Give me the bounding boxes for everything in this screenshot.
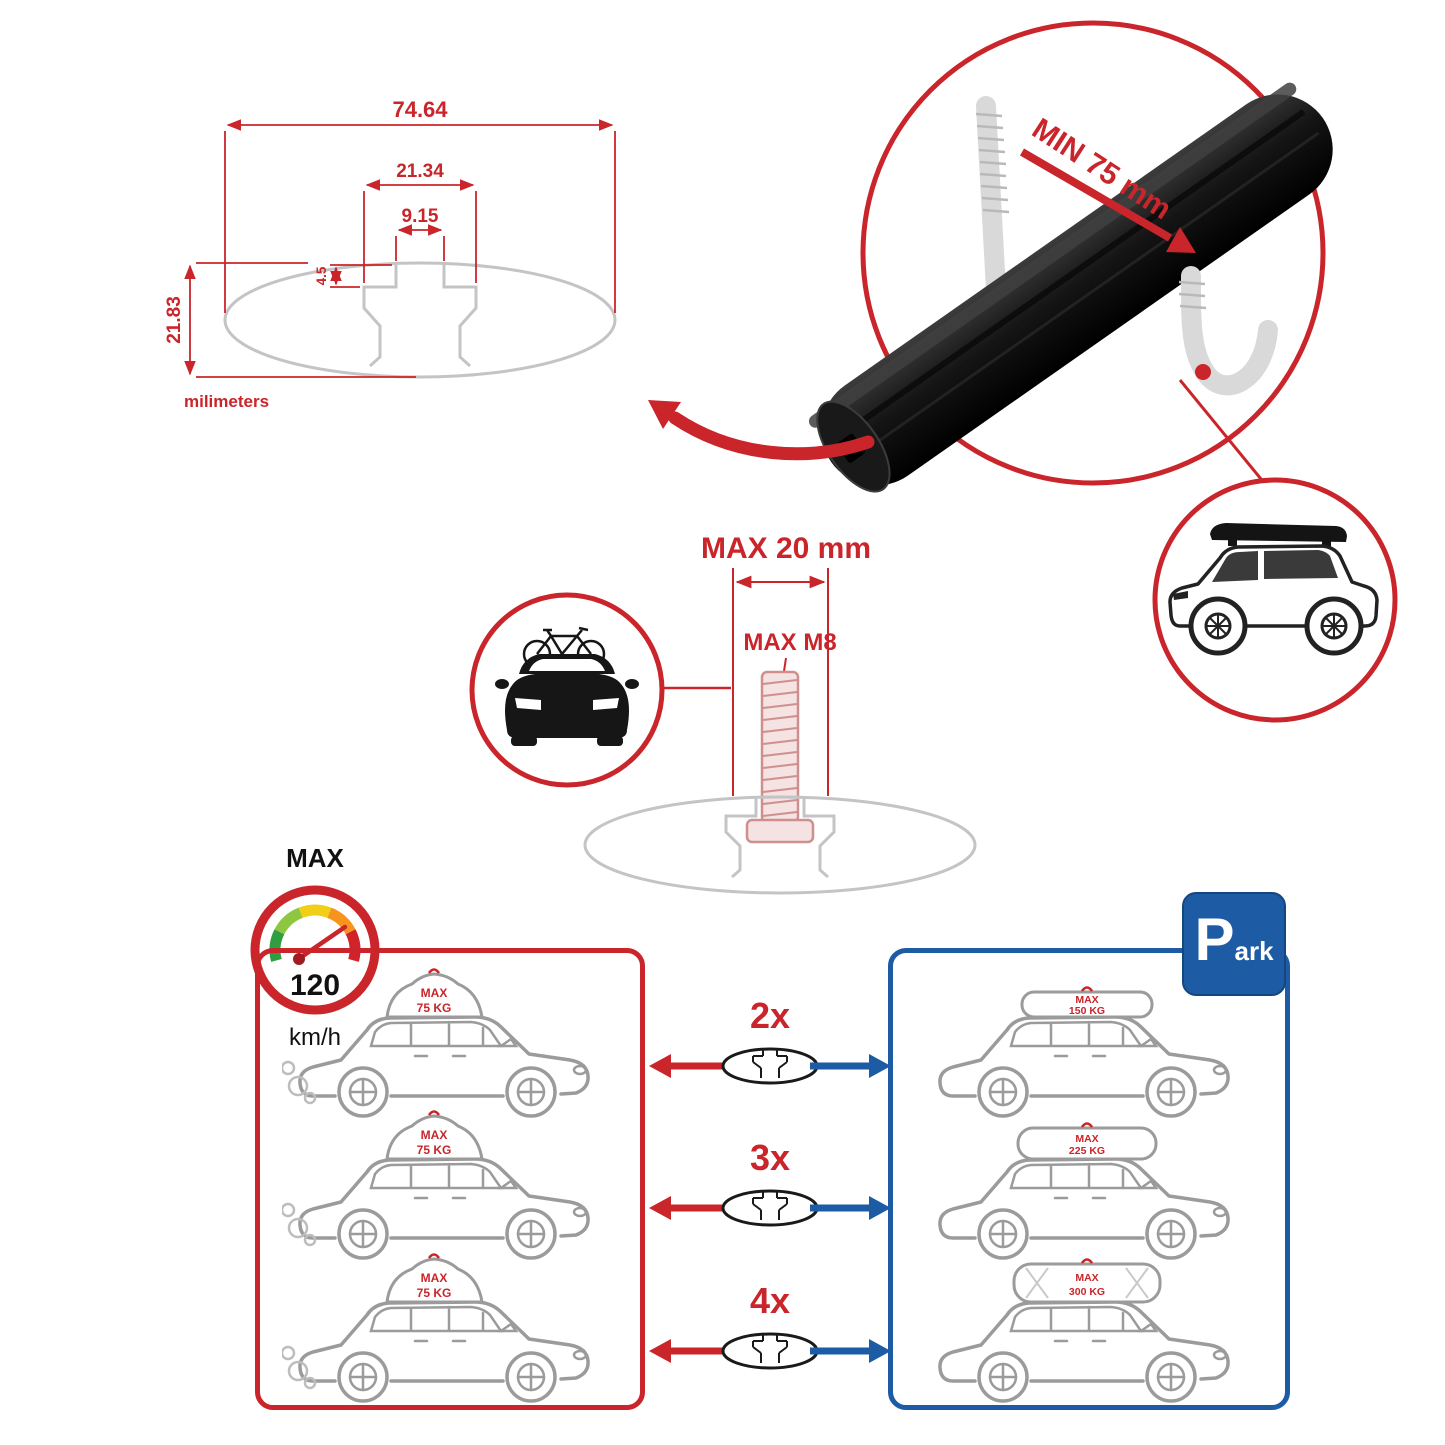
box-handle-icon [1080,1122,1094,1128]
car-front-circle [469,592,665,788]
crossbar-detail-view: MIN 75 mm [648,20,1333,493]
bag-max-label: MAX [421,986,448,1000]
bag-kg-label: 75 KG [417,1286,452,1300]
bag-handle-icon [427,968,441,974]
headlights [515,698,619,710]
box-kg-label: 225 KG [1069,1145,1105,1157]
bag-handle-icon [427,1253,441,1259]
roof-bag [385,972,484,1019]
moving-load-panel [255,948,645,1410]
bar-count-row-1 [649,1047,891,1085]
speed-units: km/h [289,1024,341,1051]
suv-silhouette [1168,544,1379,656]
roof-box [1016,1126,1158,1161]
pointer-arrow-to-drawing [668,411,875,461]
t-slot-channel-profile [362,265,478,368]
box-handle-icon [1080,1258,1094,1264]
red-car-row-2: MAX 75 KG [282,1110,590,1260]
blue-car-row-1: MAX 150 KG [938,986,1230,1118]
box-kg-label: 150 KG [1069,1005,1105,1017]
speed-max-title: MAX [286,845,344,873]
profile-slot-lines [752,1050,788,1078]
profile-slot-lines [752,1192,788,1220]
t-bolt-head [745,818,815,844]
max-thread-label: MAX M8 [743,629,836,656]
blue-car-row-2: MAX 225 KG [938,1122,1230,1260]
cross-section-dimension-drawing: 74.64 21.34 9.15 4.5 21.83 milimeters [164,97,617,411]
red-car-row-3: MAX 75 KG [282,1253,590,1403]
crossbar-profile-icon [721,1189,819,1227]
crossbar-section-ellipse-2 [583,795,977,895]
blue-car-row-3: MAX 300 KG [938,1258,1230,1403]
red-arrowhead [649,1054,671,1078]
park-sign-initial: P [1194,906,1235,973]
roof-box [1020,990,1154,1019]
box-max-label: MAX [1075,1272,1098,1284]
u-bolt-upper-rod [975,96,1010,300]
u-bolt-lower-hook [1178,266,1278,396]
roof-bag [385,1114,484,1161]
blue-arrowhead [869,1196,891,1220]
bag-kg-label: 75 KG [417,1143,452,1157]
dim-slot-width: 9.15 [402,206,439,227]
min-clearance-arrow [1019,148,1173,242]
crossbar-profile-icon [721,1047,819,1085]
dim-total-height: 21.83 [164,296,185,344]
crossbar-section-ellipse [223,261,617,379]
bar-count-row-3 [649,1332,891,1370]
box-max-label: MAX [1075,994,1098,1006]
blue-arrowhead [869,1054,891,1078]
gauge-pivot [293,953,305,965]
multiplier-label-4x: 4x [749,1280,791,1321]
dim-total-width: 74.64 [392,97,448,122]
box-kg-label: 300 KG [1069,1286,1105,1298]
connector-line-to-suv [1178,379,1272,491]
bag-max-label: MAX [421,1128,448,1142]
roof-bag [385,1257,484,1304]
red-car-row-1: MAX 75 KG [282,968,590,1118]
multiplier-label-2x: 2x [749,995,791,1036]
attachment-point-dot [1195,364,1211,380]
multiplier-label-3x: 3x [749,1137,791,1178]
max-bolt-length-label: MAX 20 mm [701,532,871,565]
park-sign-rest: ark [1234,936,1274,966]
bolt-detail-drawing: MAX 20 mm MAX M8 [583,532,977,895]
pointer-arrowhead [648,400,681,429]
dim-slot-depth: 4.5 [314,266,329,285]
windshield [529,659,605,671]
roof-box [1012,1262,1162,1304]
t-slot-channel-profile-2 [724,798,836,879]
bag-handle-icon [427,1110,441,1116]
units-label: milimeters [184,392,269,411]
detail-zoom-circle [860,20,1326,486]
box-lattice [1025,1267,1149,1299]
red-arrowhead [649,1196,671,1220]
bag-max-label: MAX [421,1271,448,1285]
bar-count-row-2 [649,1189,891,1227]
box-max-label: MAX [1075,1133,1098,1145]
gauge-needle [294,924,348,963]
dim-channel-width: 21.34 [396,161,444,182]
suv-roofbox-circle [1152,477,1398,723]
gauge-arc [269,904,361,962]
min-clearance-arrowhead [1166,227,1196,253]
speed-value: 120 [290,969,340,1002]
bag-kg-label: 75 KG [417,1001,452,1015]
parked-load-panel [888,948,1290,1410]
red-arrowhead [649,1339,671,1363]
crossbar-profile-icon [721,1332,819,1370]
threaded-bolt [745,670,815,844]
blue-arrowhead [869,1339,891,1363]
box-handle-icon [1080,986,1094,992]
profile-slot-lines [752,1335,788,1363]
roof-box-icon [1210,523,1347,547]
